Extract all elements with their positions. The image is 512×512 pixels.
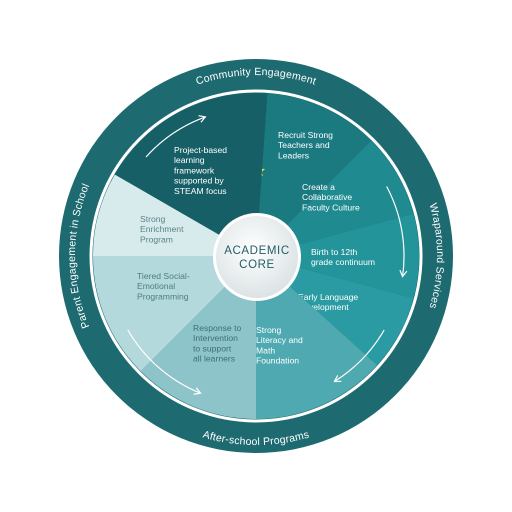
segment-label-line: supported by — [174, 176, 224, 186]
segment-label-line: Leaders — [278, 150, 309, 160]
segment-label-line: STEAM focus — [174, 186, 227, 196]
arrowhead — [193, 387, 202, 395]
flow-arrow — [334, 329, 385, 383]
segment-label-line: Birth to 12th — [311, 247, 358, 257]
segment-label-line: Teachers and — [278, 140, 330, 150]
segment-project — [114, 92, 268, 256]
segment-collab — [256, 140, 414, 256]
segment-label-line: Foundation — [256, 356, 299, 366]
flow-arrow — [127, 329, 201, 394]
segment-label-line: learning — [174, 155, 205, 165]
segment-label-line: Literacy and — [256, 335, 303, 345]
flow-arrow — [386, 186, 405, 277]
segment-label-line: to support — [193, 343, 232, 353]
segment-label-line: Program — [140, 234, 173, 244]
inner-ring-border — [89, 89, 423, 423]
core-label-line: ACADEMIC — [224, 245, 290, 257]
segment-label-line: framework — [174, 165, 215, 175]
segment-label-line: Math — [256, 345, 275, 355]
segment-label-line: Programming — [137, 291, 189, 301]
segment-response — [140, 256, 256, 419]
segment-recruit — [256, 93, 372, 256]
academic-core: ACADEMIC CORE — [213, 213, 301, 301]
flow-arrows — [127, 115, 408, 395]
segment-label-line: Faculty Culture — [302, 202, 360, 212]
segment-label-line: Enrichment — [140, 224, 184, 234]
core-circle — [216, 216, 298, 298]
flow-arrow — [145, 116, 206, 158]
core-label-line: CORE — [239, 259, 275, 271]
segment-label-line: Early Language — [298, 292, 358, 302]
segment-tiered — [93, 256, 256, 372]
segment-label-line: Response to — [193, 323, 241, 333]
segment-label-line: Intervention — [193, 333, 238, 343]
arrowhead — [333, 375, 342, 383]
segment-birth — [256, 213, 419, 299]
segment-label-line: Emotional — [137, 281, 175, 291]
segment-literacy — [256, 256, 378, 420]
arrowhead — [399, 269, 408, 278]
arrowhead — [198, 115, 207, 123]
segment-label-line: Create a — [302, 182, 335, 192]
segment-label-line: Tiered Social- — [137, 271, 190, 281]
segment-label-line: grade continuum — [311, 257, 375, 267]
segment-label-line: Project-based — [174, 145, 227, 155]
segment-label-line: Strong — [256, 325, 282, 335]
segment-label-line: Strong — [140, 214, 166, 224]
segment-label-line: all learners — [193, 354, 235, 364]
segment-label-line: Collaborative — [302, 192, 352, 202]
core-label: ACADEMIC CORE — [224, 245, 290, 271]
segment-label-line: Recruit Strong — [278, 130, 333, 140]
segment-enrich — [93, 174, 256, 256]
segment-label-line: Development — [298, 302, 349, 312]
segment-early — [256, 256, 414, 366]
